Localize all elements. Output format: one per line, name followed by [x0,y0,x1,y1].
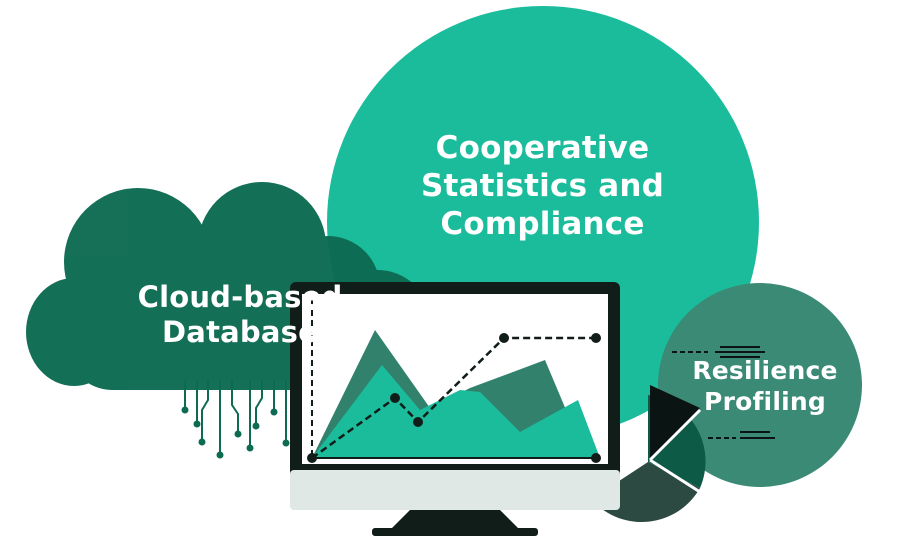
circuit-lines-icon [181,380,290,459]
statistics-label-line1: Cooperative [435,130,650,166]
resilience-label-line2: Profiling [704,386,826,416]
resilience-label-line1: Resilience [692,356,838,385]
screen-chart [307,300,601,463]
legend-lines [672,346,775,439]
resilience-circle [658,283,862,487]
cloud-label-line2: Database [162,315,318,350]
cloud-label: Cloud-based Database [110,280,370,351]
statistics-label-line3: Compliance [440,205,645,242]
resilience-label: Resilience Profiling [680,356,850,417]
statistics-label-line2: Statistics and [420,167,664,204]
statistics-label: Cooperative Statistics and Compliance [390,130,695,243]
cloud-label-line1: Cloud-based [137,280,343,314]
